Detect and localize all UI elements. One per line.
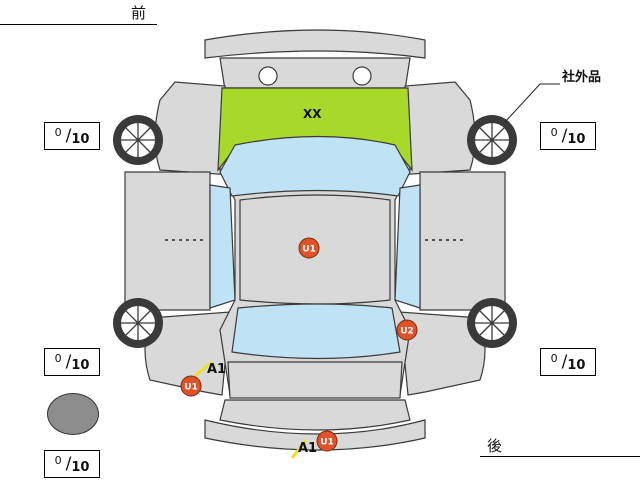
scratch-line-quarter (194, 360, 213, 378)
scratch-note-bumper: A1 (298, 441, 317, 456)
left-headlight (258, 66, 278, 86)
score-slash: / (65, 126, 72, 146)
rear-label: 後 (487, 437, 503, 455)
front-bumper (204, 29, 426, 59)
score-numerator: 0 (54, 351, 62, 365)
svg-text:U1: U1 (184, 383, 198, 393)
svg-text:U2: U2 (400, 327, 414, 337)
damage-mark-rear-left-quarter[interactable]: U1 (180, 375, 202, 397)
score-numerator: 0 (54, 125, 62, 139)
scratch-line-bumper (290, 439, 308, 459)
right-headlight (352, 66, 372, 86)
rear-rule (480, 456, 640, 457)
damage-mark-roof[interactable]: U1 (298, 237, 320, 259)
rear-bumper (204, 419, 426, 451)
score-slash: / (561, 352, 568, 372)
tire-score-rear-right: 0 / 10 (540, 348, 596, 376)
damage-mark-rear-bumper[interactable]: U1 (316, 430, 338, 452)
tire-score-rear-left: 0 / 10 (44, 348, 100, 376)
left-side-doors (124, 171, 211, 311)
score-slash: / (561, 126, 568, 146)
spare-tire-icon (47, 393, 99, 435)
right-side-doors (419, 171, 506, 311)
scratch-note-quarter: A1 (207, 362, 226, 377)
svg-text:U1: U1 (302, 245, 316, 255)
front-rule (0, 24, 157, 25)
aftermarket-label: 社外品 (562, 70, 602, 85)
score-numerator: 0 (550, 351, 558, 365)
score-denominator: 10 (567, 131, 586, 147)
rear-window (231, 303, 401, 360)
tire-score-spare: 0 / 10 (44, 450, 100, 478)
front-label: 前 (131, 4, 147, 22)
score-numerator: 0 (54, 453, 62, 467)
windshield (219, 135, 411, 197)
score-denominator: 10 (71, 357, 90, 373)
rear-left-wheel (113, 298, 163, 348)
rear-bumper-inner (219, 399, 411, 431)
right-window (394, 184, 421, 309)
wheels (113, 115, 517, 348)
score-denominator: 10 (71, 459, 90, 475)
tire-score-front-left: 0 / 10 (44, 122, 100, 150)
score-slash: / (65, 352, 72, 372)
svg-text:U1: U1 (320, 438, 334, 448)
rear-right-wheel (467, 298, 517, 348)
front-right-wheel (467, 115, 517, 165)
score-denominator: 10 (71, 131, 90, 147)
damage-mark-rear-right-door[interactable]: U2 (396, 319, 418, 341)
hood-code: XX (303, 107, 322, 121)
score-slash: / (65, 454, 72, 474)
rear-deck (227, 361, 403, 399)
aftermarket-leader (504, 83, 560, 123)
score-numerator: 0 (550, 125, 558, 139)
front-panel (219, 57, 411, 91)
left-window (209, 184, 236, 309)
tire-score-front-right: 0 / 10 (540, 122, 596, 150)
front-left-wheel (113, 115, 163, 165)
score-denominator: 10 (567, 357, 586, 373)
